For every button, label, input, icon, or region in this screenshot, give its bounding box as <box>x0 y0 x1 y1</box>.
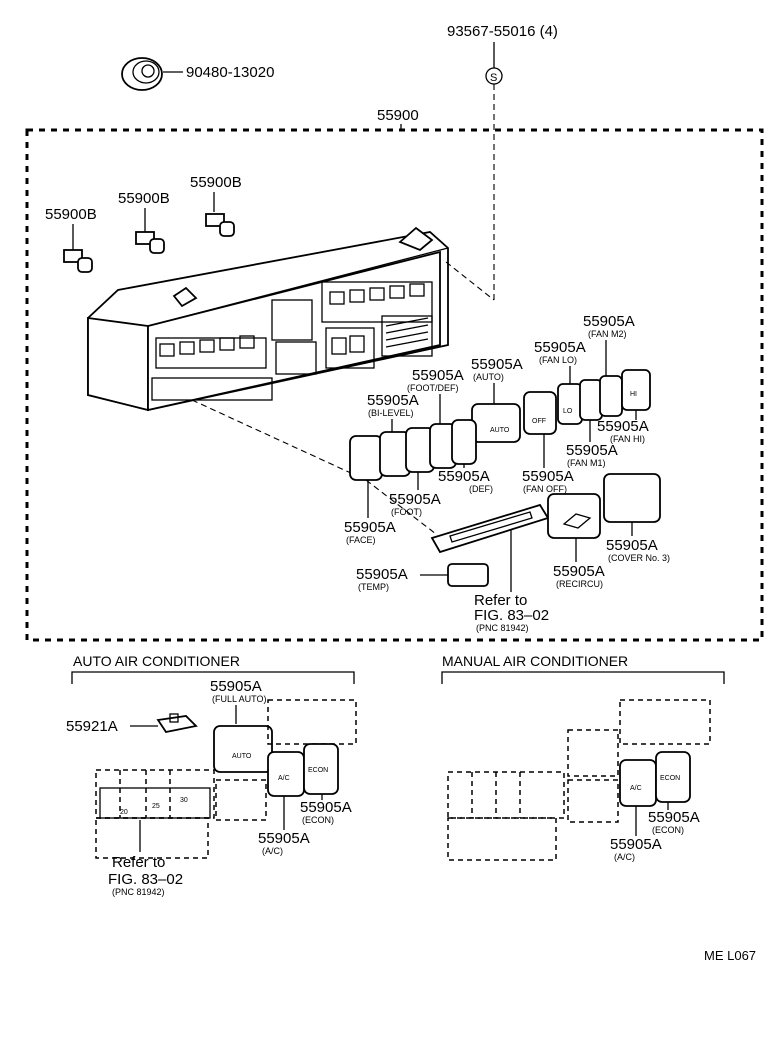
bi-level-sublabel: (BI-LEVEL) <box>368 408 414 418</box>
recircu-label: 55905A <box>553 563 605 580</box>
def-label: 55905A <box>438 468 490 485</box>
refer2-label: Refer to <box>112 854 165 871</box>
auto-button <box>471 403 521 443</box>
bi-level-label: 55905A <box>367 392 419 409</box>
manual-ac-header: MANUAL AIR CONDITIONER <box>442 653 628 669</box>
control-head-body <box>87 226 449 412</box>
fan-hi-button <box>621 369 651 411</box>
bulb-label-a: 55900B <box>45 206 97 223</box>
fan-off-button <box>523 391 557 435</box>
fan-m1-label: 55905A <box>566 442 618 459</box>
fan-m2-sublabel: (FAN M2) <box>588 329 627 339</box>
bulb-icon-a <box>63 249 93 273</box>
refer2-pnc: (PNC 81942) <box>112 887 165 897</box>
auto-econ-button-text: ECON <box>308 767 328 774</box>
temp-label: 55905A <box>356 566 408 583</box>
fan-hi-label: 55905A <box>597 418 649 435</box>
full-auto-button <box>213 725 273 773</box>
full-auto-label: 55905A <box>210 678 262 695</box>
fan-off-sublabel: (FAN OFF) <box>523 484 567 494</box>
fan-lo-label: 55905A <box>534 339 586 356</box>
fan-m1-button <box>579 379 603 421</box>
auto-ac-button <box>267 751 305 797</box>
auto-ac-header: AUTO AIR CONDITIONER <box>73 653 240 669</box>
scale-30-text: 30 <box>180 797 188 804</box>
full-auto-button-text: AUTO <box>232 753 252 760</box>
bulb-label-b: 55900B <box>118 190 170 207</box>
fan-m2-label: 55905A <box>583 313 635 330</box>
def-button <box>451 419 477 465</box>
fan-buttons: OFF LO HI <box>523 369 651 435</box>
auto-ac-label: 55905A <box>258 830 310 847</box>
manual-econ-button-text: ECON <box>660 775 680 782</box>
auto-econ-sublabel: (ECON) <box>302 815 334 825</box>
refer1-fig: FIG. 83–02 <box>474 607 549 624</box>
figure-code: ME L067 <box>704 948 756 963</box>
refer1-label: Refer to <box>474 592 527 609</box>
manual-panel: A/C ECON <box>447 699 711 861</box>
full-auto-sublabel: (FULL AUTO) <box>212 694 267 704</box>
auto-econ-label: 55905A <box>300 799 352 816</box>
auto-econ-button <box>303 743 339 795</box>
fan-lo-button <box>557 383 583 425</box>
scale-20-text: 20 <box>120 809 128 816</box>
refer1-pnc: (PNC 81942) <box>476 623 529 633</box>
face-button <box>349 435 383 481</box>
fan-hi-sublabel: (FAN HI) <box>610 434 645 444</box>
bulb-icon-b <box>135 231 165 254</box>
manual-ac-label: 55905A <box>610 836 662 853</box>
recircu-sublabel: (RECIRCU) <box>556 579 603 589</box>
foot-sublabel: (FOOT) <box>391 507 422 517</box>
fan-m1-sublabel: (FAN M1) <box>567 458 606 468</box>
assembly-frame <box>25 128 764 642</box>
manual-ac-button <box>619 759 657 807</box>
manual-econ-label: 55905A <box>648 809 700 826</box>
auto-ac-button-text: A/C <box>278 775 290 782</box>
cover-label: 55905A <box>606 537 658 554</box>
recirc-car-icon <box>562 513 592 529</box>
bulb-icon-c <box>205 213 235 237</box>
fan-off-label: 55905A <box>522 468 574 485</box>
foot-def-sublabel: (FOOT/DEF) <box>407 383 459 393</box>
manual-econ-button <box>655 751 691 803</box>
fan-hi-text: HI <box>630 391 637 398</box>
fan-lo-text: LO <box>563 408 573 415</box>
cover-sublabel: (COVER No. 3) <box>608 553 670 563</box>
screw-label: 93567-55016 (4) <box>447 23 558 40</box>
temp-knob <box>447 563 489 587</box>
fan-lo-sublabel: (FAN LO) <box>539 355 577 365</box>
assy-label: 55900 <box>377 107 419 124</box>
auto-button-text: AUTO <box>490 427 510 434</box>
auto-panel: 20 25 30 AUTO A/C ECON <box>95 699 357 859</box>
bulb-label-c: 55900B <box>190 174 242 191</box>
manual-ac-sublabel: (A/C) <box>614 852 635 862</box>
face-label: 55905A <box>344 519 396 536</box>
mode-buttons <box>349 419 477 481</box>
foot-label: 55905A <box>389 491 441 508</box>
manual-econ-sublabel: (ECON) <box>652 825 684 835</box>
screw-symbol-text: S <box>490 72 497 84</box>
fan-m2-button <box>599 375 623 417</box>
auto-ac-sublabel: (A/C) <box>262 846 283 856</box>
auto-sublabel: (AUTO) <box>473 372 504 382</box>
cover-no3 <box>603 473 661 523</box>
fan-off-text: OFF <box>532 418 546 425</box>
auto-label: 55905A <box>471 356 523 373</box>
scale-25-text: 25 <box>152 803 160 810</box>
grommet-label: 90480-13020 <box>186 64 274 81</box>
def-sublabel: (DEF) <box>469 484 493 494</box>
grommet-part <box>121 57 183 91</box>
clip-icon <box>156 713 198 734</box>
face-sublabel: (FACE) <box>346 535 376 545</box>
clip-label: 55921A <box>66 718 118 735</box>
foot-def-label: 55905A <box>412 367 464 384</box>
manual-ac-button-text: A/C <box>630 785 642 792</box>
refer2-fig: FIG. 83–02 <box>108 871 183 888</box>
temp-sublabel: (TEMP) <box>358 582 389 592</box>
